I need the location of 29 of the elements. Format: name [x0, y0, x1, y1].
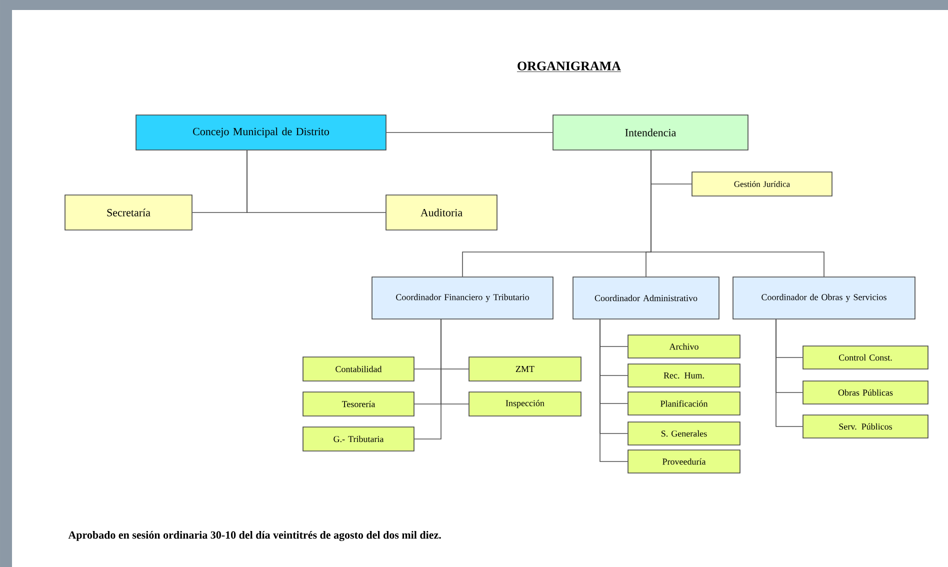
- department-box: Control Const.: [802, 346, 928, 370]
- connector-line: [414, 319, 442, 440]
- title: ORGANIGRAMA: [516, 62, 622, 72]
- department-box: Planificación: [628, 392, 740, 416]
- connector-line: [386, 132, 553, 133]
- unit-box: Gestión Jurídica: [692, 172, 832, 196]
- connector-line: [776, 319, 803, 427]
- coordinator-box: Coordinador de Obras y Servicios: [732, 276, 916, 320]
- unit-box: Secretaría: [64, 194, 192, 230]
- governing-box: Concejo Municipal de Distrito: [136, 114, 386, 150]
- department-box: Archivo: [628, 334, 740, 358]
- department-box: G.- Tributaria: [302, 426, 414, 452]
- department-box: Proveeduría: [628, 450, 740, 474]
- unit-box: Auditoria: [386, 194, 498, 230]
- connector-line: [650, 150, 824, 277]
- department-box: Rec. Hum.: [628, 364, 740, 388]
- connector-line: [600, 319, 628, 462]
- office-box: Intendencia: [552, 114, 748, 150]
- department-box: Contabilidad: [302, 356, 414, 382]
- department-box: Inspección: [468, 392, 582, 416]
- department-box: S. Generales: [628, 422, 740, 446]
- department-box: Obras Públicas: [802, 380, 928, 404]
- department-box: Tesorería: [302, 392, 414, 416]
- department-box: ZMT: [468, 356, 582, 382]
- coordinator-box: Coordinador Financiero y Tributario: [372, 276, 554, 320]
- coordinator-box: Coordinador Administrativo: [572, 276, 720, 320]
- caption: Aprobado en sesión ordinaria 30-10 del día veintitrés de agosto del dos mil diez.: [68, 530, 441, 542]
- department-box: Serv. Públicos: [802, 414, 928, 438]
- connector-line: [246, 150, 386, 213]
